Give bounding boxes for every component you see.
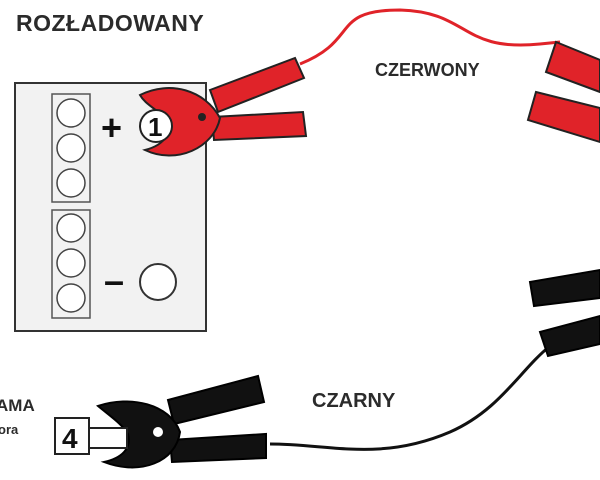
- step-4-number: 4: [62, 423, 78, 454]
- plus-sign: +: [101, 107, 122, 148]
- minus-sign: –: [104, 260, 124, 301]
- ground-label: AMA: [0, 396, 35, 415]
- red-cable-label: CZERWONY: [375, 60, 480, 80]
- black-clamp-right: [528, 268, 600, 358]
- cell-cap: [56, 168, 86, 198]
- step-4-tab: [88, 427, 128, 449]
- black-cable-wire: [269, 338, 561, 451]
- engine-label: ora: [0, 422, 19, 437]
- cell-cap: [56, 98, 86, 128]
- discharged-battery-label: ROZŁADOWANY: [16, 10, 205, 36]
- cell-cap: [56, 283, 86, 313]
- negative-terminal: [139, 263, 177, 301]
- cell-group-top: [51, 93, 91, 203]
- cell-group-bottom: [51, 209, 91, 319]
- step-1-number: 1: [148, 112, 162, 142]
- step-1-badge: [139, 109, 173, 143]
- red-clamp-right: [526, 40, 600, 144]
- black-clamp-ground: 4: [54, 374, 267, 469]
- red-cable-wire: [299, 8, 561, 66]
- cell-cap: [56, 248, 86, 278]
- red-clamp-battery: 1: [138, 56, 308, 157]
- cell-cap: [56, 213, 86, 243]
- black-cable-label: CZARNY: [312, 390, 396, 412]
- cell-cap: [56, 133, 86, 163]
